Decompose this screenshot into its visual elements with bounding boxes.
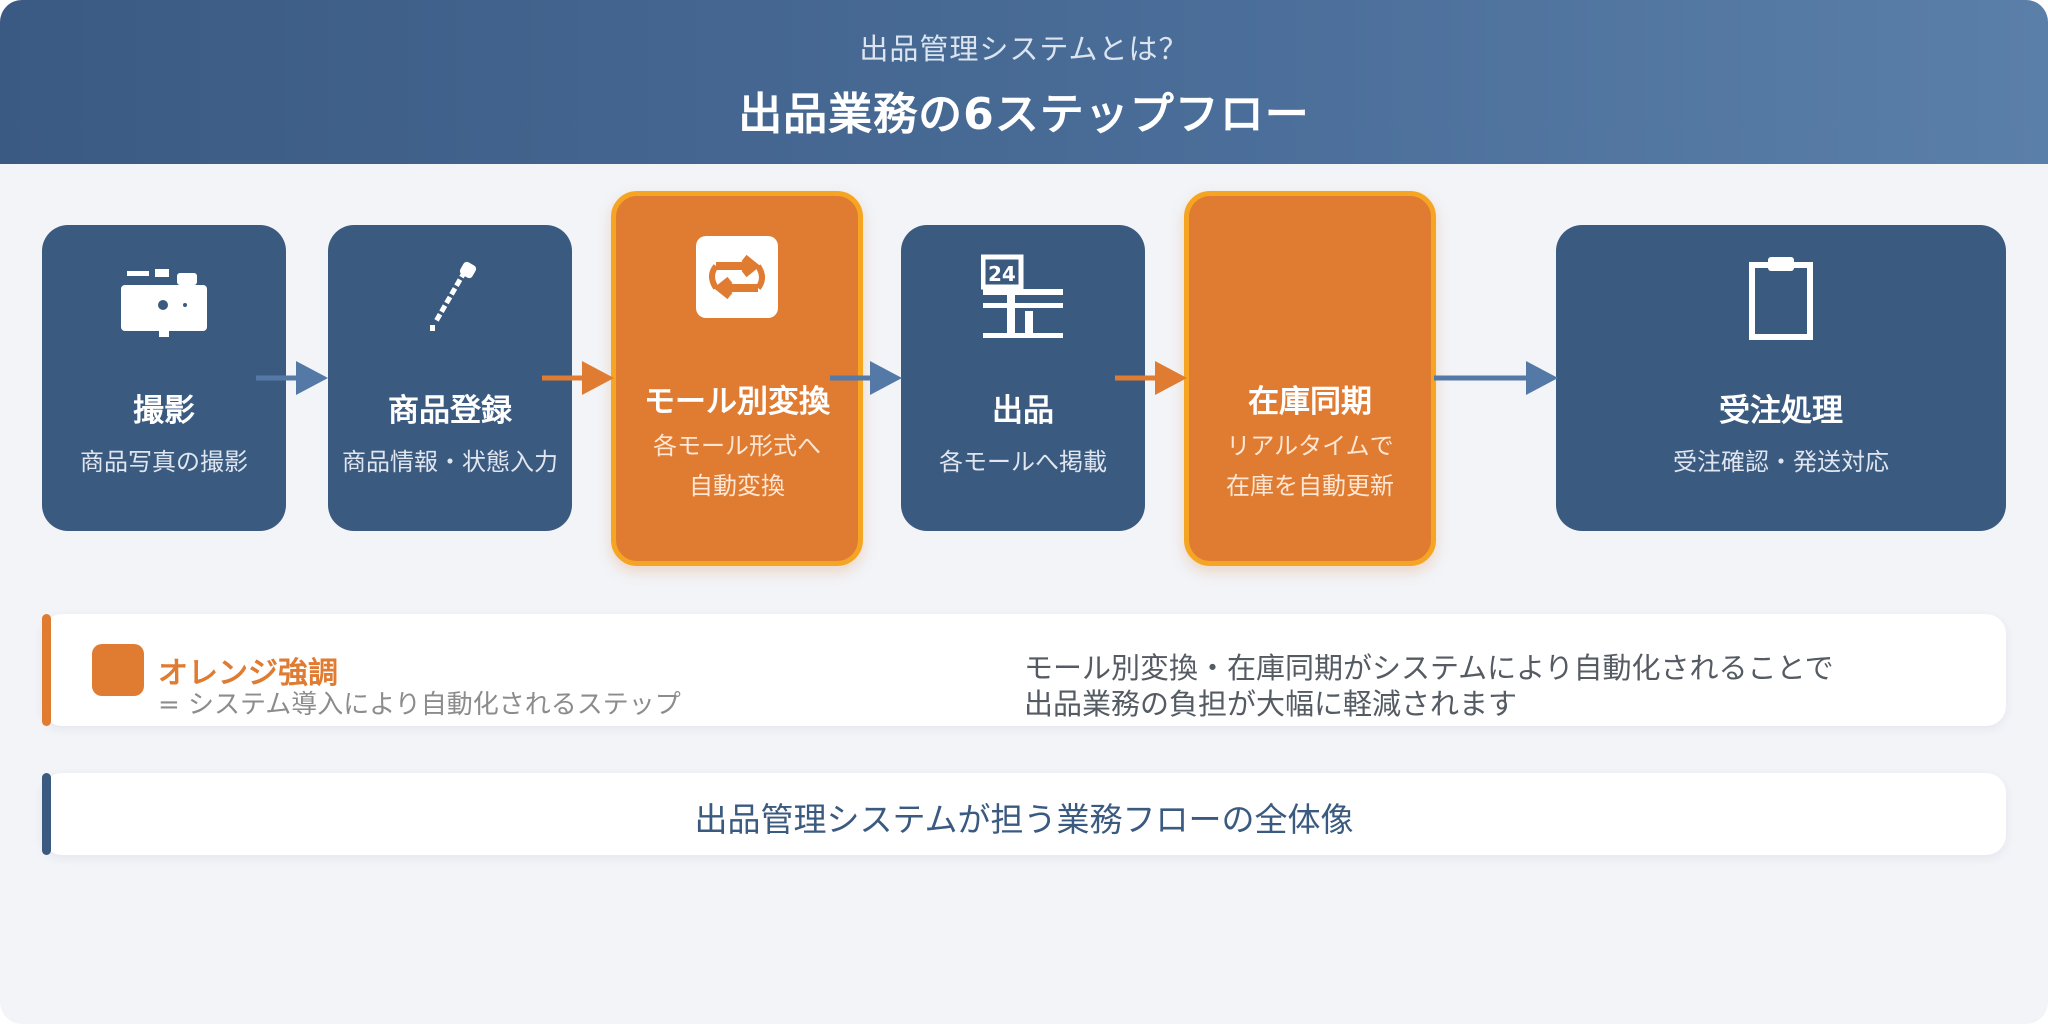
flow-arrow-4: [1115, 361, 1187, 395]
step-mall-conversion: モール別変換 各モール形式へ 自動変換: [611, 191, 863, 566]
step-description: 自動変換: [689, 472, 785, 500]
convert-arrows-icon: [616, 236, 858, 318]
summary-panel: 出品管理システムが担う業務フローの全体像: [42, 773, 2006, 855]
step-description: リアルタイムで: [1226, 432, 1394, 460]
legend-note-line: 出品業務の負担が大幅に軽減されます: [1024, 687, 1518, 721]
page-title: 出品業務の6ステップフロー: [738, 89, 1310, 140]
step-label: 出品: [992, 393, 1054, 429]
step-inventory-sync: 在庫同期 リアルタイムで 在庫を自動更新: [1184, 191, 1436, 566]
step-description: 在庫を自動更新: [1226, 472, 1394, 500]
svg-text:24: 24: [988, 262, 1016, 286]
header-banner: 出品管理システムとは？ 出品業務の6ステップフロー: [0, 0, 2048, 164]
legend-note: モール別変換・在庫同期がシステムにより自動化されることで 出品業務の負担が大幅に…: [1024, 650, 1924, 722]
legend-accent-bar: [42, 614, 51, 726]
legend-note-line: モール別変換・在庫同期がシステムにより自動化されることで: [1024, 651, 1834, 685]
camera-icon: [42, 265, 286, 339]
step-description: 商品写真の撮影: [80, 448, 248, 476]
listing-icon: 24: [901, 253, 1145, 339]
summary-accent-bar: [42, 773, 51, 855]
step-label: 在庫同期: [1248, 384, 1372, 420]
step-description: 各モールへ掲載: [939, 448, 1107, 476]
pen-icon: [328, 257, 572, 337]
flow-arrow-3: [830, 361, 902, 395]
orange-swatch: [92, 644, 144, 696]
step-listing: 24 出品 各モールへ掲載: [901, 225, 1145, 531]
step-description: 各モール形式へ: [653, 432, 821, 460]
flow-arrow-5: [1434, 361, 1558, 395]
legend-panel: オレンジ強調 = システム導入により自動化されるステップ モール別変換・在庫同期…: [42, 614, 2006, 726]
step-label: 受注処理: [1719, 393, 1843, 429]
legend-title: オレンジ強調: [158, 656, 338, 691]
step-product-registration: 商品登録 商品情報・状態入力: [328, 225, 572, 531]
step-order-processing: 受注処理 受注確認・発送対応: [1556, 225, 2006, 531]
step-photography: 撮影 商品写真の撮影: [42, 225, 286, 531]
step-description: 受注確認・発送対応: [1673, 448, 1889, 476]
summary-text: 出品管理システムが担う業務フローの全体像: [694, 800, 1354, 839]
step-label: 撮影: [133, 393, 195, 429]
header-subtitle: 出品管理システムとは？: [859, 32, 1189, 66]
step-description: 商品情報・状態入力: [342, 448, 558, 476]
step-label: 商品登録: [388, 393, 512, 429]
step-label: モール別変換: [644, 384, 830, 420]
clipboard-icon: [1556, 255, 2006, 341]
legend-subtitle: = システム導入により自動化されるステップ: [158, 690, 681, 720]
flow-arrow-1: [256, 361, 328, 395]
flow-arrow-2: [542, 361, 614, 395]
